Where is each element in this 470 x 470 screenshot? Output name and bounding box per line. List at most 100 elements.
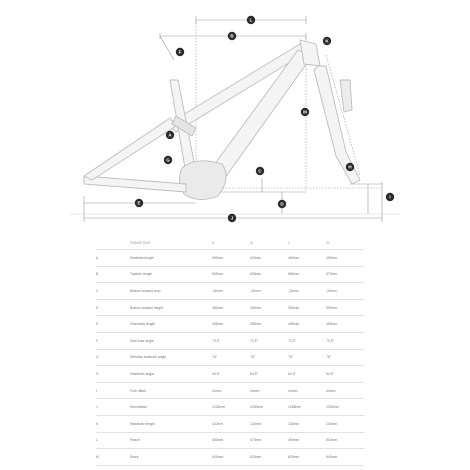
row-label: Toptube length — [130, 266, 212, 284]
row-value: 390mm — [212, 249, 250, 267]
callout-A: A — [165, 130, 175, 140]
header-key — [96, 236, 130, 250]
row-value: -26mm — [288, 282, 326, 300]
callout-G: G — [163, 155, 173, 165]
row-label: Bottom bracket drop — [130, 282, 212, 300]
svg-text:M: M — [303, 110, 307, 115]
header-size-m: M — [250, 236, 288, 250]
callout-F: F — [175, 47, 185, 57]
row-value: 490mm — [288, 432, 326, 450]
row-value: 1226mm — [212, 398, 250, 416]
row-value: 76° — [288, 349, 326, 367]
callout-L: L — [246, 15, 256, 25]
row-value: 64.5° — [212, 365, 250, 383]
svg-text:L: L — [250, 18, 253, 23]
svg-text:A: A — [168, 133, 172, 138]
row-key: E — [96, 315, 130, 333]
row-key: M — [96, 448, 130, 466]
row-value: 350mm — [250, 299, 288, 317]
row-value: 605mm — [212, 266, 250, 284]
header-size-l: L — [288, 236, 326, 250]
row-value: 1250mm — [250, 398, 288, 416]
svg-text:G: G — [166, 158, 170, 163]
row-value: 44mm — [212, 382, 250, 400]
callout-markers: L B F K M A G H C D E J I — [134, 15, 395, 223]
row-value: 44mm — [250, 382, 288, 400]
row-label: Effective seattube angle — [130, 349, 212, 367]
row-value: 350mm — [326, 299, 364, 317]
row-label: Bottom bracket height — [130, 299, 212, 317]
row-label: Seattube length — [130, 249, 212, 267]
row-value: 455mm — [288, 315, 326, 333]
bike-frame — [83, 39, 361, 200]
row-value: 64.5° — [250, 365, 288, 383]
svg-text:B: B — [230, 34, 234, 39]
row-value: 650mm — [288, 266, 326, 284]
row-key: H — [96, 365, 130, 383]
row-value: 470mm — [250, 432, 288, 450]
row-key: C — [96, 282, 130, 300]
row-value: 73.5° — [250, 332, 288, 350]
row-key: A — [96, 249, 130, 267]
callout-H: H — [345, 162, 355, 172]
row-key: B — [96, 266, 130, 284]
callout-M: M — [300, 107, 310, 117]
svg-text:D: D — [280, 202, 284, 207]
row-value: 44mm — [326, 382, 364, 400]
row-label: Fork offset — [130, 382, 212, 400]
row-value: 73.5° — [326, 332, 364, 350]
row-value: 64.5° — [288, 365, 326, 383]
row-value: 130mm — [288, 415, 326, 433]
row-value: 73.5° — [212, 332, 250, 350]
row-value: 640mm — [326, 448, 364, 466]
row-value: 76° — [326, 349, 364, 367]
callout-C: C — [255, 166, 265, 176]
callout-B: B — [227, 31, 237, 41]
row-value: 455mm — [212, 315, 250, 333]
row-label: Chainstay length — [130, 315, 212, 333]
svg-text:E: E — [137, 201, 140, 206]
header-size-s: S — [212, 236, 250, 250]
row-value: 460mm — [288, 249, 326, 267]
callout-K: K — [322, 36, 332, 46]
row-value: 120mm — [250, 415, 288, 433]
callout-D: D — [277, 199, 287, 209]
row-key: I — [96, 382, 130, 400]
row-key: D — [96, 299, 130, 317]
row-key: G — [96, 349, 130, 367]
callout-J: J — [227, 213, 237, 223]
svg-text:F: F — [179, 50, 182, 55]
svg-text:J: J — [231, 216, 234, 221]
row-key: J — [96, 398, 130, 416]
header-frame-size: FRAME SIZE — [130, 236, 212, 250]
row-value: 628mm — [250, 266, 288, 284]
table-header-row: FRAME SIZE S M L XL — [96, 236, 364, 250]
row-value: 1268mm — [288, 398, 326, 416]
row-label: Reach — [130, 432, 212, 450]
row-value: 510mm — [326, 432, 364, 450]
row-value: 490mm — [326, 249, 364, 267]
row-value: 455mm — [250, 315, 288, 333]
row-value: 630mm — [288, 448, 326, 466]
row-value: 350mm — [288, 299, 326, 317]
callout-I: I — [385, 192, 395, 202]
row-value: 450mm — [212, 432, 250, 450]
row-key: F — [96, 332, 130, 350]
row-value: 455mm — [326, 315, 364, 333]
frame-geometry-diagram: L B F K M A G H C D E J I — [70, 15, 400, 223]
row-value: 76° — [250, 349, 288, 367]
row-value: 44mm — [288, 382, 326, 400]
row-value: -26mm — [250, 282, 288, 300]
